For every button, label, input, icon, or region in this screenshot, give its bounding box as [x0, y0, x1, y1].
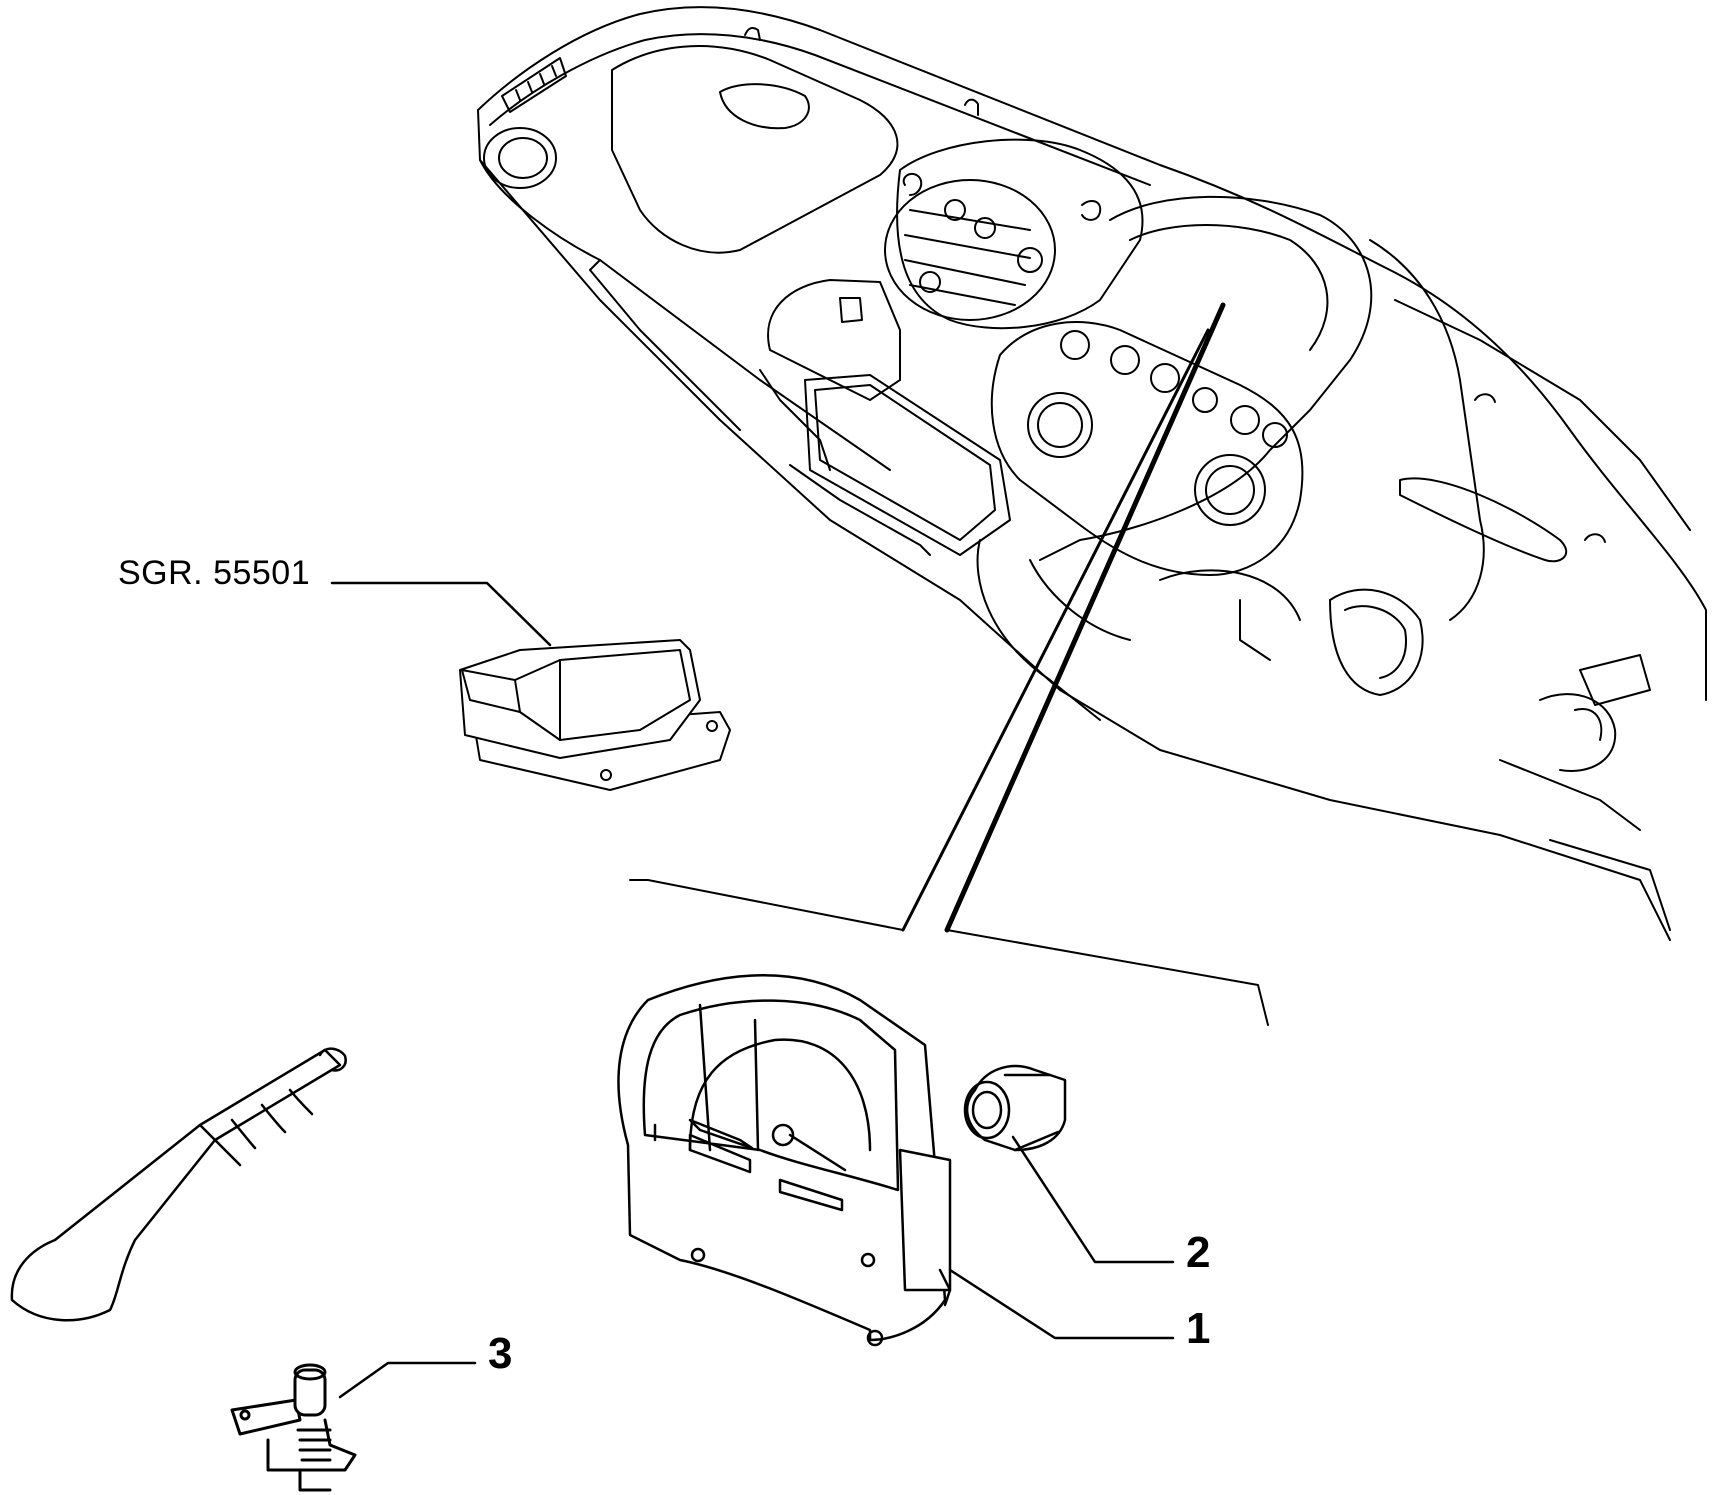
part-3-leader	[338, 1361, 477, 1399]
part-1-label: 1	[1186, 1304, 1210, 1353]
part-1-leader	[948, 1268, 1175, 1340]
part-3-label: 3	[488, 1329, 512, 1378]
part-2-leader	[1011, 1135, 1175, 1264]
instrument-cluster-illustration	[617, 974, 952, 1347]
switch-illustration	[230, 1363, 357, 1492]
dashboard-illustration	[477, 6, 1707, 941]
sgr-callout-leader	[330, 581, 552, 647]
part-2-label: 2	[1186, 1228, 1210, 1277]
handbrake-lever-illustration	[10, 1047, 347, 1322]
bulb-illustration	[963, 1064, 1067, 1152]
dashboard-leader-lines	[629, 302, 1269, 1026]
sgr-reference-label: SGR. 55501	[118, 554, 310, 592]
control-module-illustration	[459, 639, 731, 791]
